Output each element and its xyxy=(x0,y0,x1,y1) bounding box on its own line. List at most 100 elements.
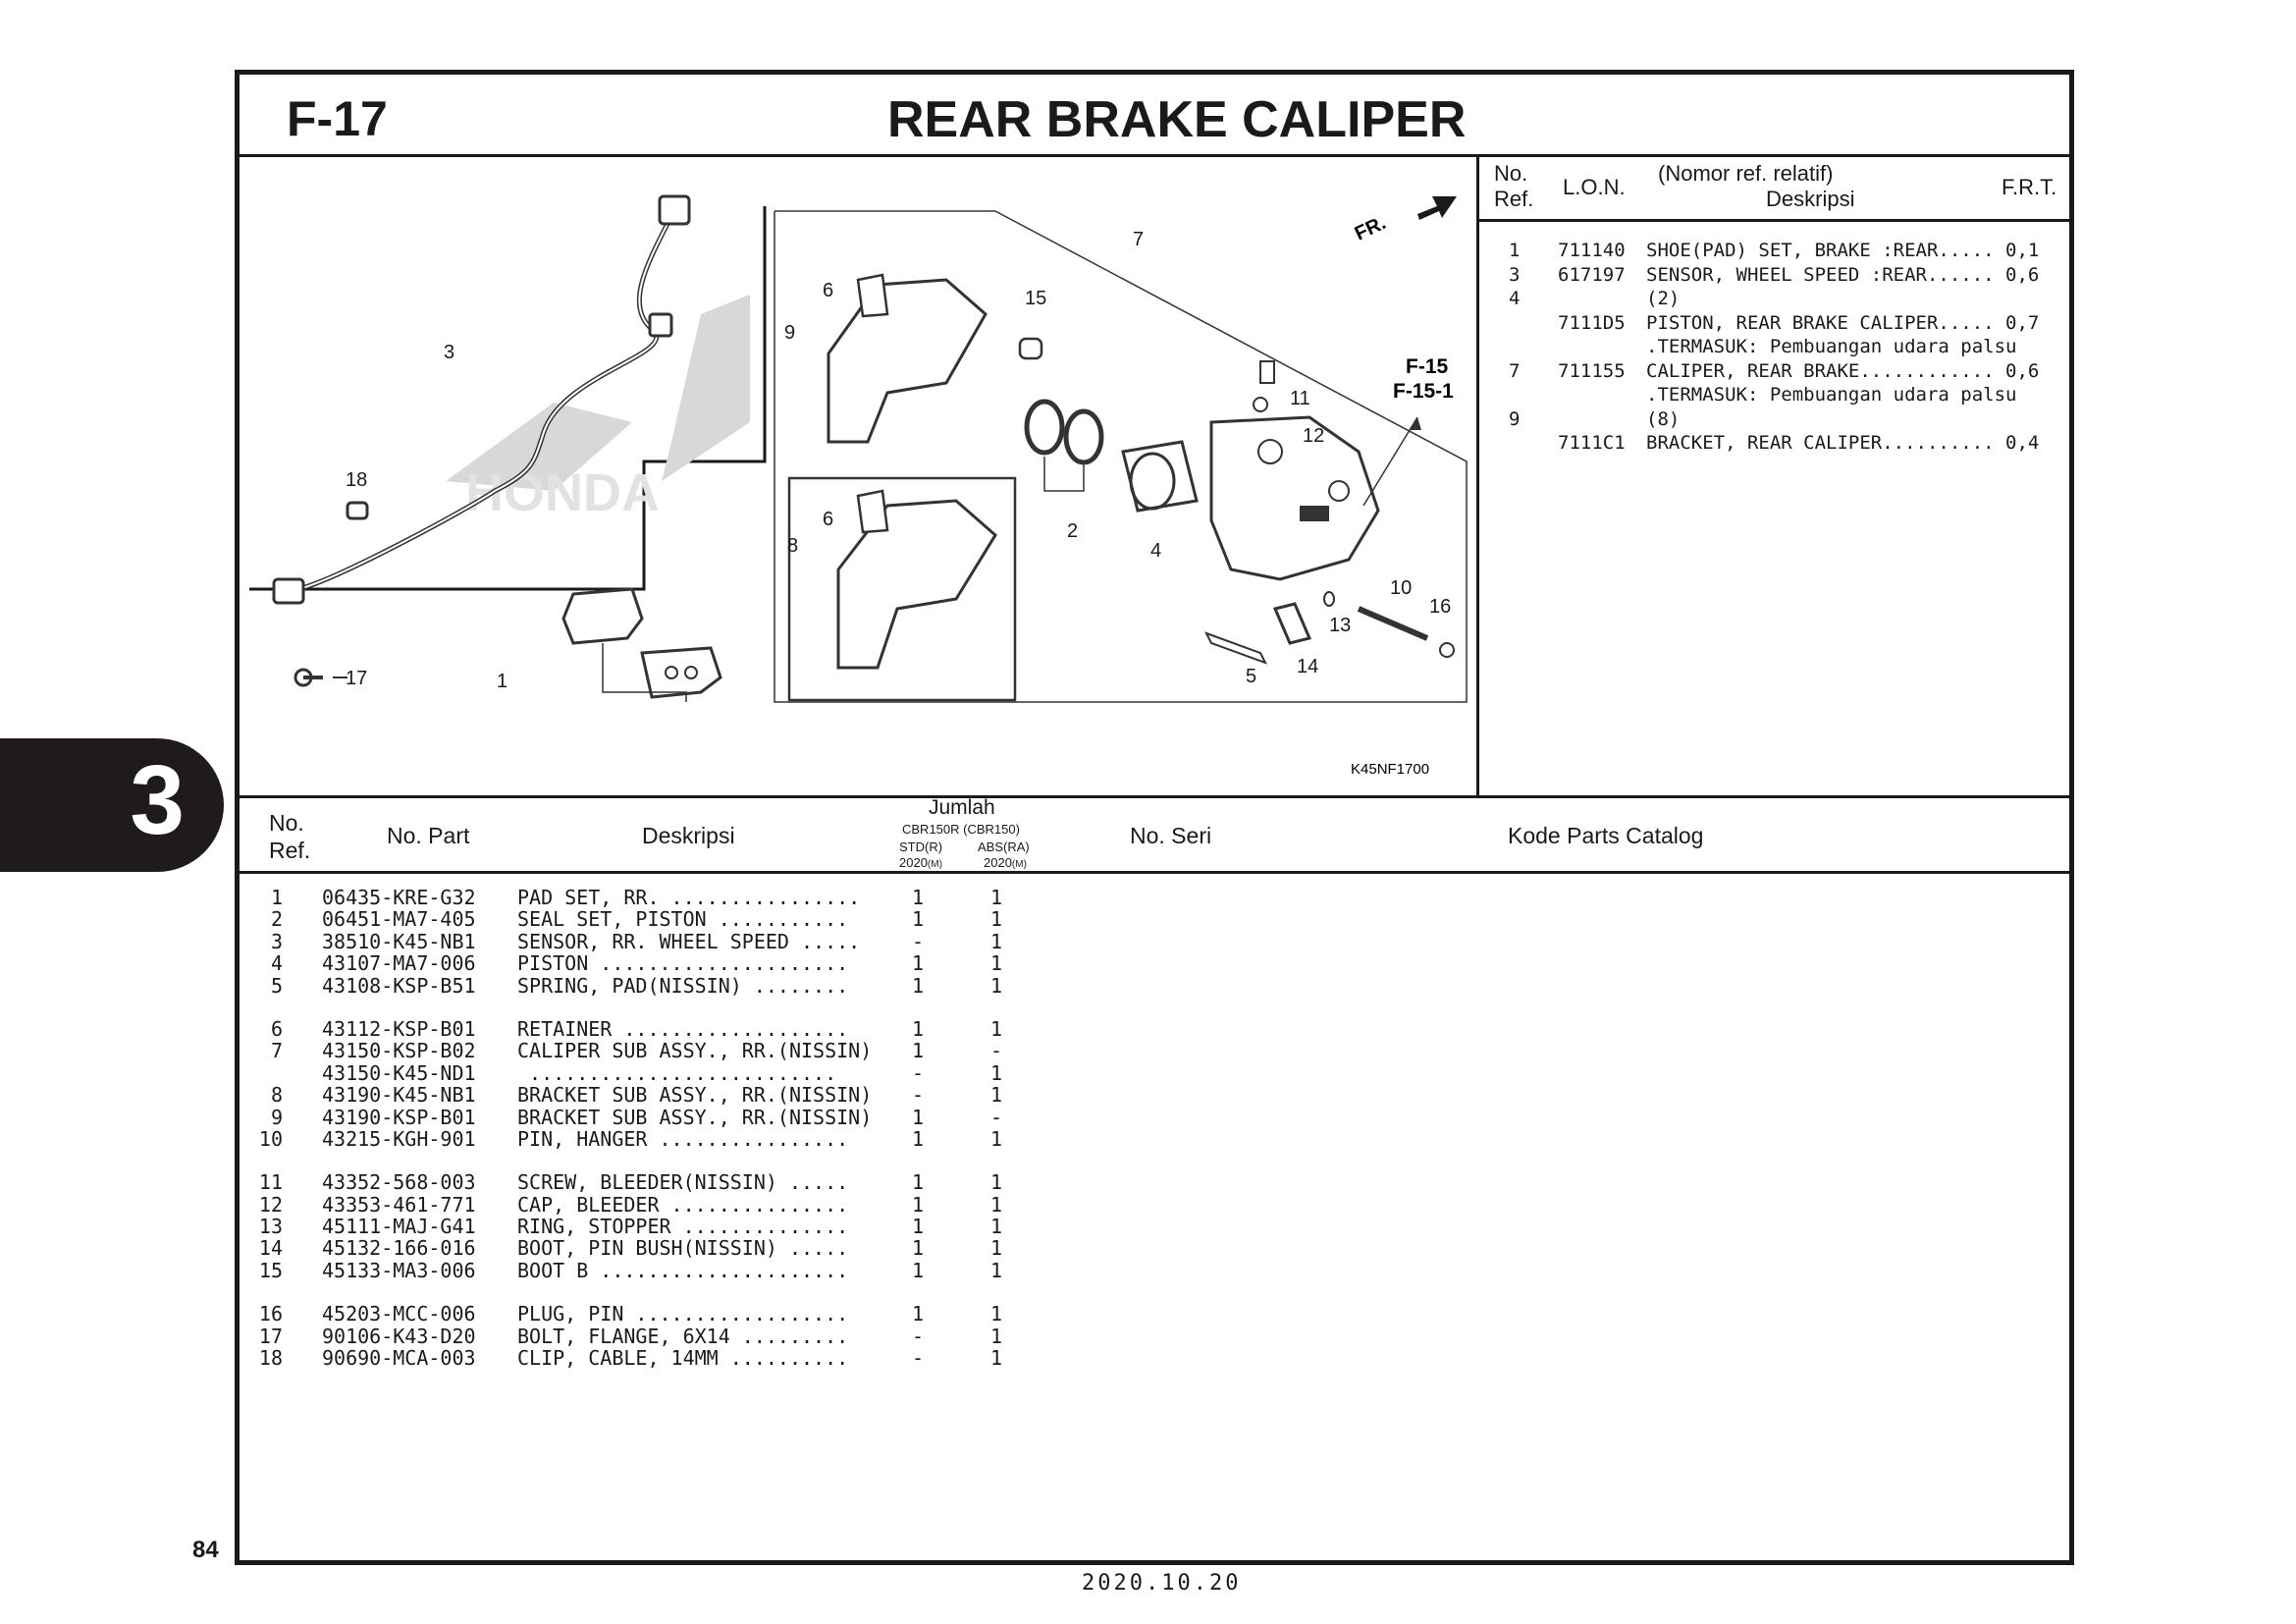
group-gap xyxy=(240,996,1123,1017)
parts-header-year-std: 2020(M) xyxy=(899,855,942,870)
parts-header-qty: Jumlah xyxy=(929,796,995,819)
callout-1: 1 xyxy=(497,671,507,692)
callout-18: 18 xyxy=(346,469,367,491)
callout-14: 14 xyxy=(1297,656,1318,677)
brake-pad-set xyxy=(561,587,722,702)
frt-header-lon: L.O.N. xyxy=(1563,175,1626,199)
page-title: REAR BRAKE CALIPER xyxy=(887,91,1467,148)
frt-header-ref-1: No. xyxy=(1494,161,1528,186)
diagram-drawing: HONDA xyxy=(249,194,1468,778)
part-cell-std: 1 xyxy=(912,1215,925,1239)
part-cell-ref: 6 xyxy=(270,1016,283,1041)
part-cell-std: 1 xyxy=(912,1302,925,1326)
part-cell-desc: CLIP, CABLE, 14MM .......... xyxy=(517,1346,849,1371)
frt-cell-ref: 7 xyxy=(1509,359,1521,382)
parts-header-abs: ABS(RA) xyxy=(978,839,1030,854)
part-cell-desc: PISTON ..................... xyxy=(517,951,849,976)
parts-table-header: No. Ref. No. Part Deskripsi Jumlah CBR15… xyxy=(240,795,2069,874)
part-cell-desc: BOOT, PIN BUSH(NISSIN) ..... xyxy=(517,1236,849,1261)
callout-4: 4 xyxy=(1150,540,1161,562)
part-cell-abs: 1 xyxy=(990,907,1003,932)
part-cell-abs: 1 xyxy=(990,1324,1003,1348)
part-cell-abs: 1 xyxy=(990,886,1003,909)
frt-cell-lon: 617197 xyxy=(1558,263,1626,286)
part-cell-std: 1 xyxy=(912,1258,925,1282)
part-cell-desc: .......................... xyxy=(517,1060,837,1085)
frt-cell-desc: .TERMASUK: Pembuangan udara palsu xyxy=(1646,336,2017,357)
parts-header-part-no: No. Part xyxy=(387,823,470,848)
frt-cell-ref: 3 xyxy=(1509,263,1521,286)
frt-cell-lon: 711140 xyxy=(1558,240,1626,261)
part-cell-part: 38510-K45-NB1 xyxy=(322,929,476,953)
section-code: F-17 xyxy=(287,91,388,146)
frt-cell-desc: SHOE(PAD) SET, BRAKE :REAR..... 0,1 xyxy=(1646,240,2040,261)
frt-cell-desc: CALIPER, REAR BRAKE............ 0,6 xyxy=(1646,359,2040,382)
part-cell-std: 1 xyxy=(912,1016,925,1041)
part-cell-part: 43353-461-771 xyxy=(322,1192,476,1217)
frt-cell-ref: 1 xyxy=(1509,240,1521,261)
chapter-number: 3 xyxy=(130,745,185,855)
figure-code: K45NF1700 xyxy=(1351,761,1429,778)
callout-7: 7 xyxy=(1133,229,1144,250)
part-cell-std: 1 xyxy=(912,951,925,976)
part-cell-desc: CAP, BLEEDER ............... xyxy=(517,1192,849,1217)
part-cell-ref: 15 xyxy=(258,1258,283,1282)
frt-row: 9(8) xyxy=(1479,408,2074,433)
part-cell-part: 90106-K43-D20 xyxy=(322,1324,476,1348)
parts-header-year-abs: 2020(M) xyxy=(984,855,1027,870)
part-cell-part: 43150-KSP-B02 xyxy=(322,1039,476,1063)
chapter-tab: 3 xyxy=(0,738,224,872)
callout-6a: 6 xyxy=(823,280,833,301)
part-cell-part: 43107-MA7-006 xyxy=(322,951,476,976)
frt-header-desc-2: Deskripsi xyxy=(1766,187,1855,211)
year-abs-suffix: (M) xyxy=(1011,859,1027,870)
part-cell-desc: PAD SET, RR. ................ xyxy=(517,886,861,909)
group-gap xyxy=(240,1149,1123,1170)
part-cell-ref: 4 xyxy=(270,951,283,976)
part-cell-part: 43352-568-003 xyxy=(322,1170,476,1195)
parts-header-model: CBR150R (CBR150) xyxy=(902,822,1020,837)
part-cell-part: 06435-KRE-G32 xyxy=(322,886,476,909)
frt-cell-lon: 711155 xyxy=(1558,359,1626,382)
part-cell-ref: 10 xyxy=(258,1126,283,1151)
part-cell-abs: 1 xyxy=(990,1258,1003,1282)
part-cell-ref: 16 xyxy=(258,1302,283,1326)
frt-header-ref-2: Ref. xyxy=(1494,187,1534,211)
part-cell-desc: CALIPER SUB ASSY., RR.(NISSIN) xyxy=(517,1039,873,1063)
part-cell-desc: SPRING, PAD(NISSIN) ........ xyxy=(517,973,849,998)
part-cell-ref: 5 xyxy=(270,973,283,998)
frt-cell-desc: .TERMASUK: Pembuangan udara palsu xyxy=(1646,384,2017,406)
callout-17: 17 xyxy=(346,668,367,689)
parts-header-ref-1: No. xyxy=(269,810,304,836)
part-cell-part: 45133-MA3-006 xyxy=(322,1258,476,1282)
frt-row: .TERMASUK: Pembuangan udara palsu xyxy=(1479,384,2074,408)
page-number: 84 xyxy=(192,1537,219,1563)
frt-cell-lon: 7111C1 xyxy=(1558,432,1626,454)
direction-mark: FR. xyxy=(1352,212,1389,245)
part-cell-std: - xyxy=(912,1083,925,1108)
frt-cell-lon: 7111D5 xyxy=(1558,311,1626,334)
cross-ref-2: F-15-1 xyxy=(1393,380,1454,403)
part-cell-abs: 1 xyxy=(990,951,1003,976)
part-cell-desc: BOOT B ..................... xyxy=(517,1258,849,1282)
part-cell-part: 43108-KSP-B51 xyxy=(322,973,476,998)
table-row: 5 43108-KSP-B51 SPRING, PAD(NISSIN) ......… xyxy=(240,973,1123,998)
frt-cell-desc: (2) xyxy=(1646,288,1681,309)
part-cell-desc: SCREW, BLEEDER(NISSIN) ..... xyxy=(517,1170,849,1195)
print-date: 2020.10.20 xyxy=(1082,1571,1242,1596)
part-cell-std: 1 xyxy=(912,1126,925,1151)
group-gap xyxy=(240,1280,1123,1302)
part-cell-ref: 18 xyxy=(258,1346,283,1371)
part-cell-part: 06451-MA7-405 xyxy=(322,907,476,932)
parts-header-ref-2: Ref. xyxy=(269,838,311,863)
part-cell-ref: 17 xyxy=(258,1324,283,1348)
callout-6b: 6 xyxy=(823,509,833,530)
